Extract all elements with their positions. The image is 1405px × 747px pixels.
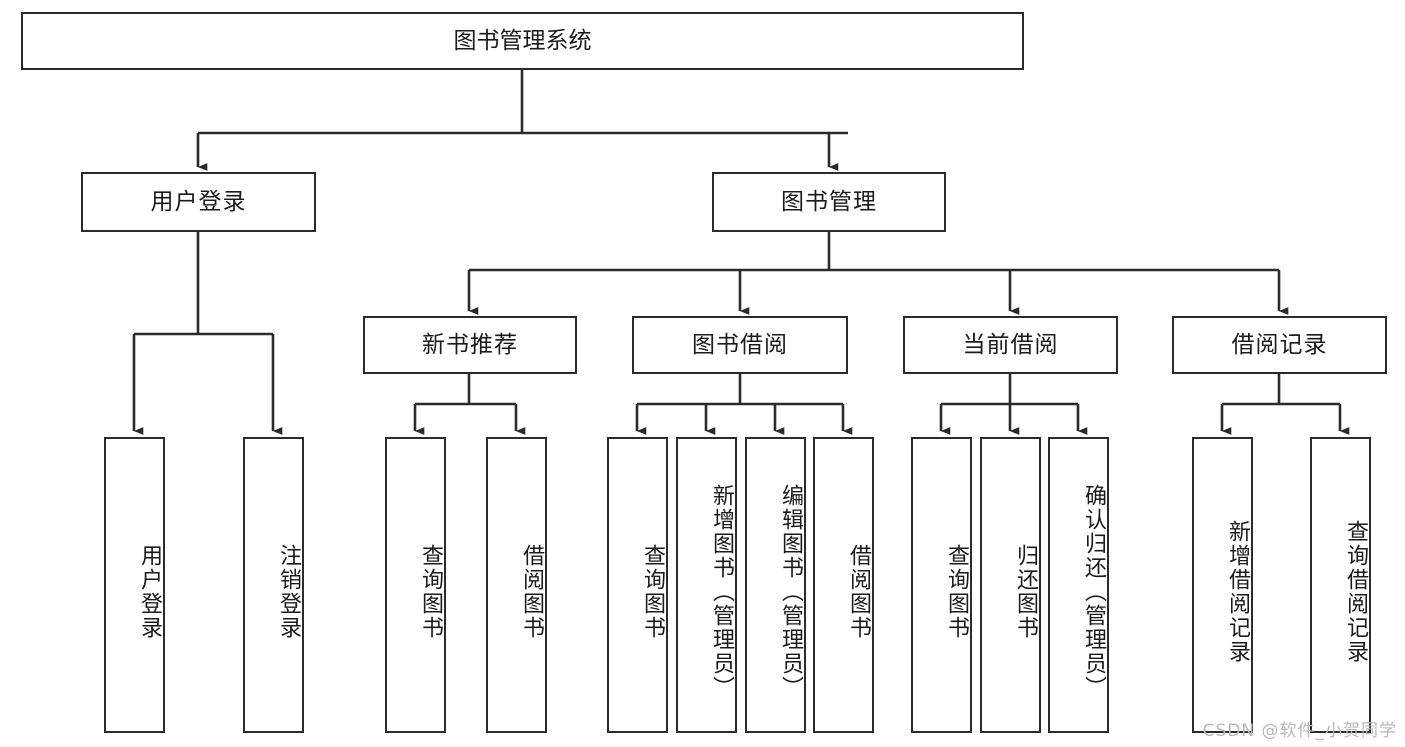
node-label: 借阅记录	[1231, 331, 1328, 358]
leaf-confirm-return-admin[interactable]: 确认归还（管理员）	[1048, 437, 1109, 733]
leaf-search-book-borrow[interactable]: 查询图书	[607, 437, 668, 733]
node-label: 确认归还（管理员）	[1081, 484, 1106, 700]
node-label: 借阅图书	[519, 544, 544, 640]
node-label: 用户登录	[137, 544, 162, 640]
node-label: 图书借阅	[692, 331, 788, 358]
leaf-borrow-book[interactable]: 借阅图书	[813, 437, 874, 733]
node-current-borrow[interactable]: 当前借阅	[903, 316, 1118, 374]
node-book-management[interactable]: 图书管理	[712, 172, 946, 232]
leaf-add-book-admin[interactable]: 新增图书（管理员）	[676, 437, 737, 733]
node-label: 新增图书（管理员）	[709, 484, 734, 700]
node-label: 注销登录	[276, 544, 301, 640]
leaf-search-book-recommend[interactable]: 查询图书	[385, 437, 446, 733]
node-borrow-records[interactable]: 借阅记录	[1172, 316, 1387, 374]
node-new-book-recommend[interactable]: 新书推荐	[363, 316, 577, 374]
watermark-text: CSDN @软件_小贺同学	[1202, 721, 1397, 741]
node-label: 查询图书	[944, 544, 969, 640]
leaf-search-book-current[interactable]: 查询图书	[911, 437, 972, 733]
node-label: 新书推荐	[422, 331, 518, 358]
node-label: 当前借阅	[962, 331, 1059, 358]
leaf-logout[interactable]: 注销登录	[243, 437, 304, 733]
node-label: 查询图书	[418, 544, 443, 640]
leaf-return-book[interactable]: 归还图书	[980, 437, 1041, 733]
leaf-edit-book-admin[interactable]: 编辑图书（管理员）	[745, 437, 806, 733]
node-label: 用户登录	[150, 188, 247, 215]
node-book-borrow[interactable]: 图书借阅	[632, 316, 848, 374]
node-label: 查询借阅记录	[1343, 520, 1368, 664]
node-label: 图书管理	[781, 188, 877, 215]
leaf-user-login[interactable]: 用户登录	[104, 437, 165, 733]
node-user-login[interactable]: 用户登录	[81, 172, 316, 232]
node-label: 编辑图书（管理员）	[778, 484, 803, 700]
node-label: 归还图书	[1013, 544, 1038, 640]
node-label: 图书管理系统	[453, 27, 592, 54]
node-root-book-management-system[interactable]: 图书管理系统	[21, 12, 1024, 70]
leaf-search-borrow-record[interactable]: 查询借阅记录	[1310, 437, 1371, 733]
node-label: 查询图书	[640, 544, 665, 640]
node-label: 新增借阅记录	[1225, 520, 1250, 664]
node-label: 借阅图书	[846, 544, 871, 640]
leaf-add-borrow-record[interactable]: 新增借阅记录	[1192, 437, 1253, 733]
leaf-borrow-book-recommend[interactable]: 借阅图书	[486, 437, 547, 733]
